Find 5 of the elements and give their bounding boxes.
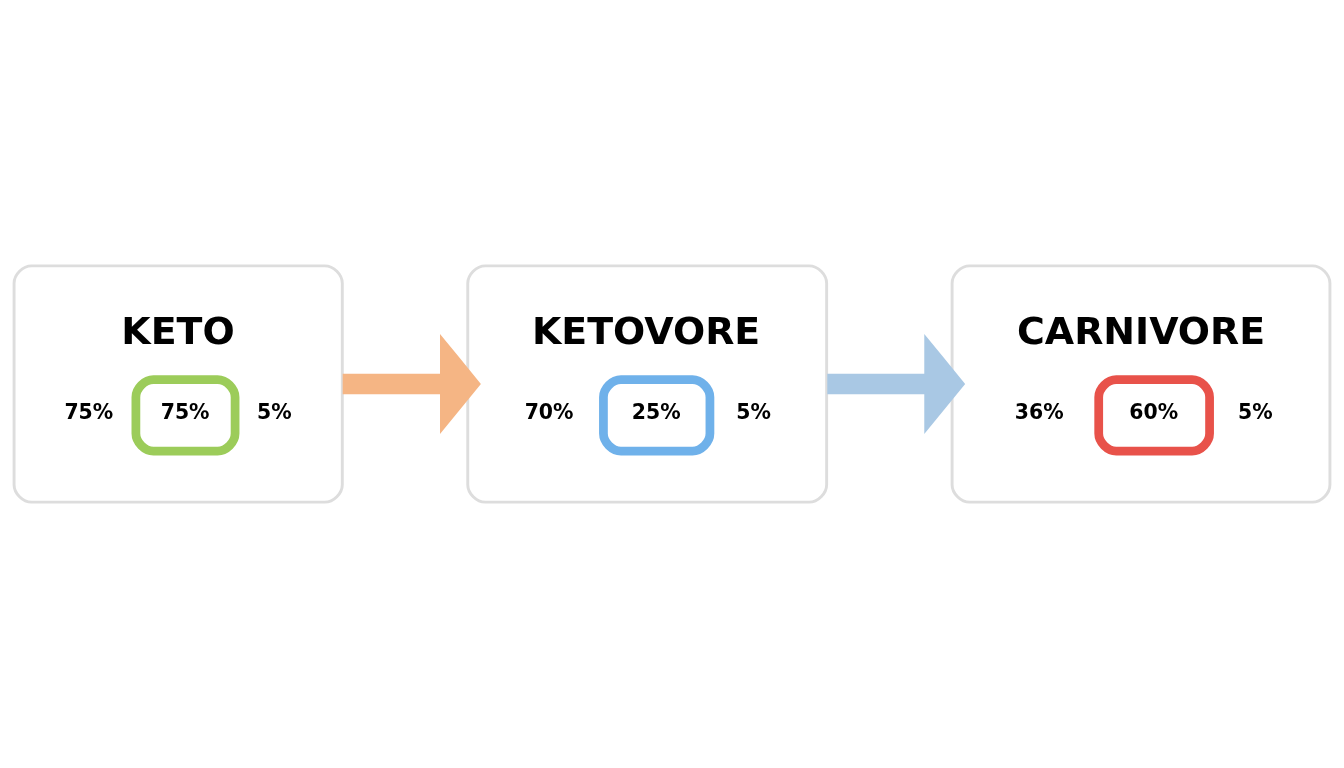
node-box: CARNIVORE 36% 60% 5% [950, 264, 1332, 504]
node-box: KETOVORE 70% 25% 5% [466, 264, 829, 504]
arrow [827, 333, 966, 435]
arrow [342, 333, 481, 435]
node-box: KETO 75% 75% 5% [12, 264, 344, 504]
